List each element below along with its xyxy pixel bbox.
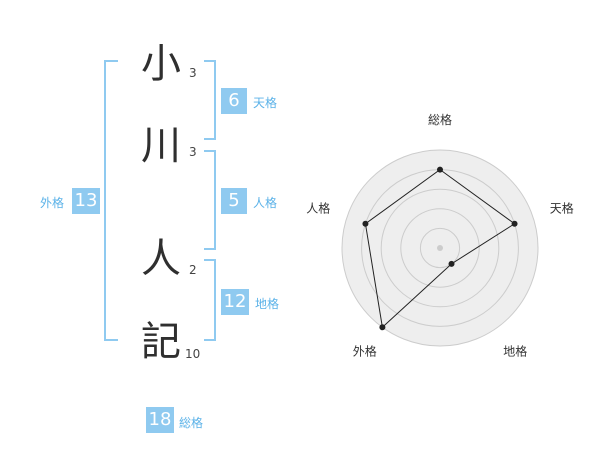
stroke-count-1: 3 [189,66,197,80]
radar-point-1 [437,166,443,173]
gaikaku-label: 外格 [40,196,65,210]
jinkaku-bracket [204,150,216,250]
stroke-count-2: 3 [189,145,197,159]
chikaku-bracket [204,259,216,341]
radar-series-polygon [364,168,516,329]
radar-ring-1 [419,227,461,269]
tenkaku-label: 天格 [253,96,278,110]
chikaku-value-box: 12 [221,289,249,315]
radar-point-4 [379,324,386,331]
radar-point-3 [448,260,455,267]
tenkaku-bracket [204,60,216,140]
stroke-count-3: 2 [189,263,197,277]
soukaku-value-box: 18 [146,407,174,433]
tenkaku-value-box: 6 [221,88,247,114]
radar-center [437,245,443,251]
radar-point-5 [362,220,369,227]
name-char-3: 人 [141,236,181,282]
radar-axis-label-4: 外格 [353,344,377,359]
soukaku-label: 総格 [179,416,204,430]
name-char-2: 川 [141,123,181,169]
radar-axis-label-5: 人格 [306,200,330,215]
radar-axis-label-1: 総格 [428,112,452,127]
name-char-1: 小 [141,41,181,87]
jinkaku-label: 人格 [253,196,278,210]
radar-axis-label-3: 地格 [503,344,527,359]
radar-ring-3 [380,188,500,308]
radar-point-2 [511,220,518,227]
chikaku-label: 地格 [255,297,280,311]
stroke-count-4: 10 [185,347,201,361]
gaikaku-value-box: 13 [72,188,100,214]
name-char-4: 記 [141,319,181,365]
radar-ring-5 [341,149,539,347]
radar-ring-2 [400,208,480,288]
radar-axis-label-2: 天格 [550,200,574,215]
gaikaku-bracket [104,60,118,341]
jinkaku-value-box: 5 [221,188,247,214]
